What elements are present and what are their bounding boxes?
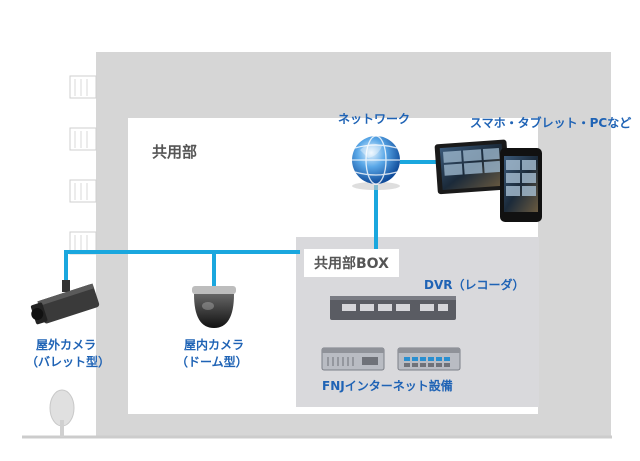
building-base [96, 430, 611, 438]
outdoor-camera-type-label: （バレット型） [26, 355, 111, 369]
common-box-label: 共用部BOX [304, 249, 399, 277]
tablet-phone-icon [434, 139, 542, 222]
dome-camera-icon [192, 286, 236, 328]
network-label: ネットワーク [338, 112, 411, 126]
balcony [69, 75, 97, 99]
indoor-camera-label: 屋内カメラ [184, 338, 245, 352]
network-equipment-icon [321, 347, 461, 371]
indoor-camera-type-label: （ドーム型） [176, 355, 248, 369]
dvr-label: DVR（レコーダ） [424, 278, 525, 292]
balcony [69, 127, 97, 151]
fnj-equipment-label: FNJインターネット設備 [322, 379, 453, 393]
globe-icon [352, 135, 400, 190]
bullet-camera-icon [30, 280, 100, 325]
balconies [69, 75, 97, 255]
dvr-icon [330, 296, 456, 320]
equipment-unit [397, 347, 461, 371]
outdoor-camera-label: 屋外カメラ [36, 338, 97, 352]
common-area-label: 共用部 [152, 143, 198, 161]
balcony [69, 179, 97, 203]
equipment-unit [321, 347, 385, 371]
devices-label: スマホ・タブレット・PCなど [470, 116, 632, 130]
tree-icon [49, 389, 75, 437]
